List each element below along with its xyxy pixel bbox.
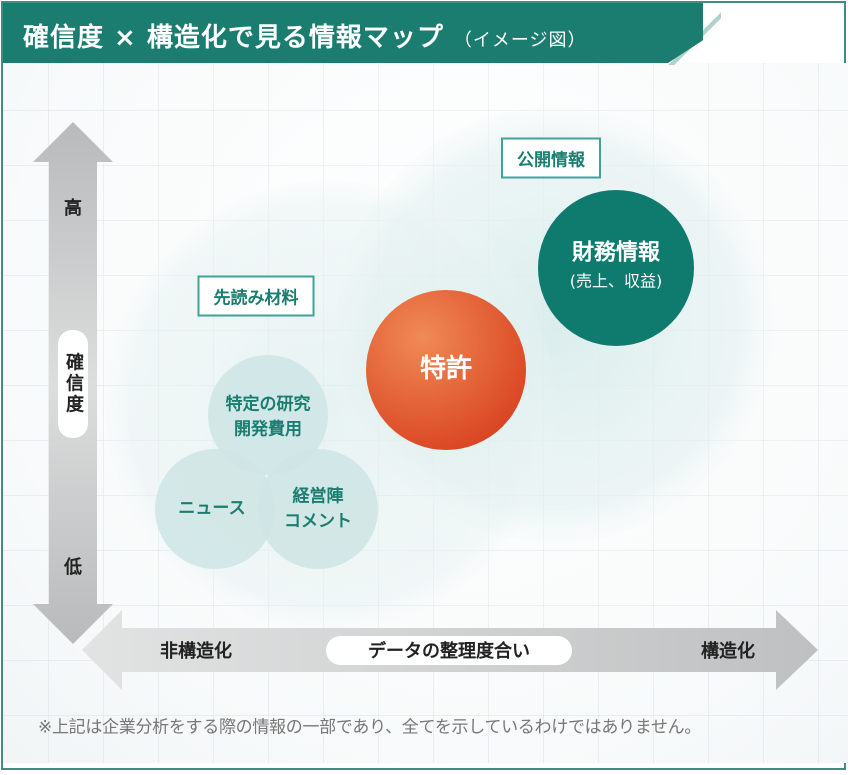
x-axis-low-label: 非構造化 [160, 641, 232, 662]
page-title: 確信度 × 構造化で見る情報マップ （イメージ図） [23, 17, 587, 54]
financial-sublabel: (売上、収益) [569, 271, 663, 291]
exec-comment-label-line1: 経営陣 [292, 486, 344, 507]
financial-label: 財務情報 [571, 240, 661, 266]
y-axis-low-label: 低 [64, 557, 82, 578]
x-axis-high-label: 構造化 [701, 641, 755, 662]
financial-bubble [538, 190, 694, 346]
title-corner-accent [666, 3, 721, 65]
rnd-bubble [208, 355, 328, 475]
news-bubble [155, 449, 275, 569]
rnd-label-line2: 開発費用 [234, 419, 302, 440]
patent-label: 特許 [419, 354, 473, 385]
y-axis-title: 確信度 [63, 352, 84, 416]
rnd-label-line1: 特定の研究 [225, 394, 311, 415]
news-label: ニュース [178, 498, 246, 519]
title-main: 確信度 × 構造化で見る情報マップ [23, 23, 444, 53]
leading-material-tag: 先読み材料 [197, 275, 315, 317]
x-axis-title-pill [326, 636, 572, 665]
y-axis-high-label: 高 [64, 198, 82, 219]
y-axis-title-pill [58, 330, 88, 438]
patent-bubble [366, 290, 526, 450]
footnote: ※上記は企業分析をする際の情報の一部であり、全てを示しているわけではありません。 [38, 717, 702, 738]
x-axis-title: データの整理度合い [368, 641, 530, 662]
exec-comment-bubble [258, 449, 378, 569]
title-bar: 確信度 × 構造化で見る情報マップ （イメージ図） [3, 3, 703, 63]
exec-comment-label-line2: コメント [284, 511, 352, 532]
title-subtitle: （イメージ図） [453, 30, 587, 51]
public-info-tag: 公開情報 [501, 137, 601, 179]
